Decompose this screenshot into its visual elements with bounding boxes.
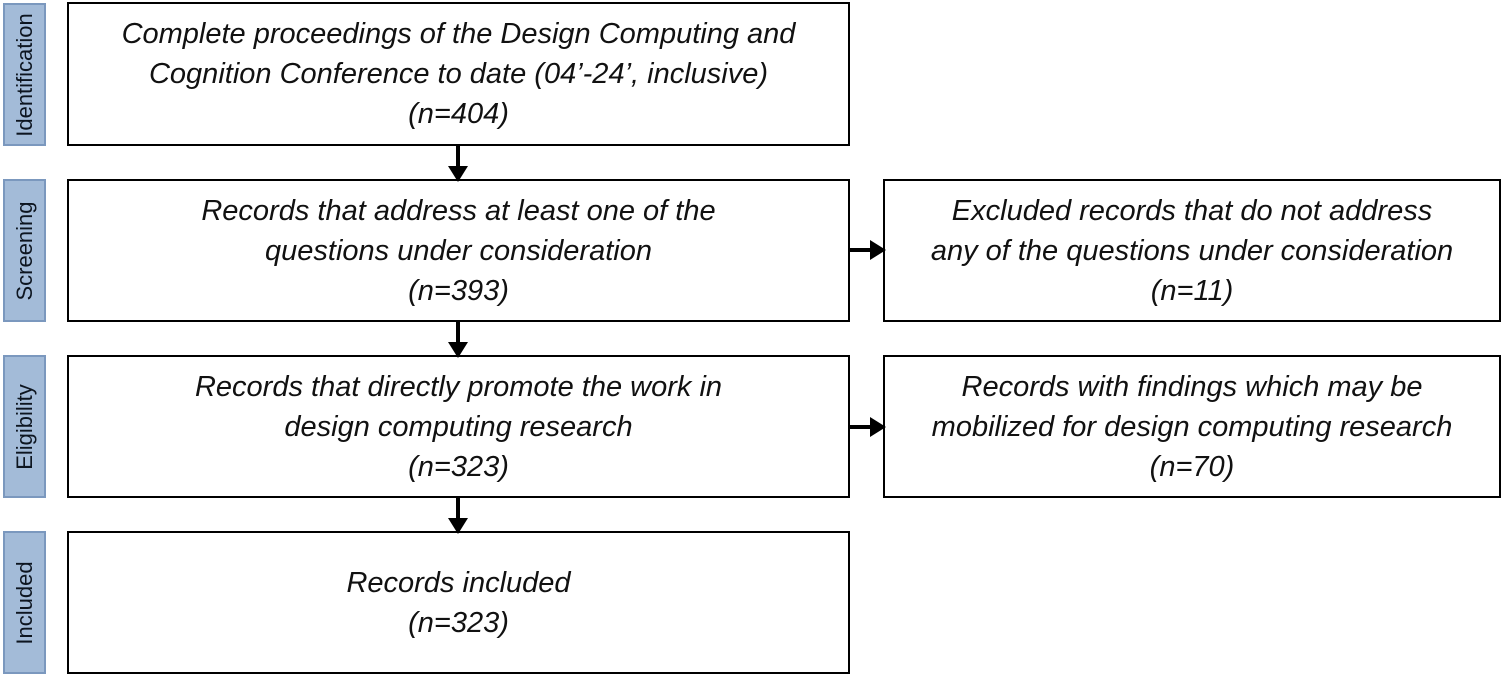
- box-text-line: Records with findings which may be: [961, 370, 1423, 403]
- arrow-down-icon: [448, 498, 468, 534]
- box-text-line: Records included: [346, 566, 571, 599]
- stage-eligibility-label: Eligibility: [11, 383, 37, 470]
- box-text-line: Excluded records that do not address: [951, 194, 1433, 227]
- arrow-right-icon: [850, 417, 886, 437]
- box-text-line: Cognition Conference to date (04’-24’, i…: [148, 58, 768, 90]
- stage-included-label: Included: [11, 560, 37, 645]
- record-count: (n=323): [408, 606, 509, 639]
- box-text-line: Complete proceedings of the Design Compu…: [121, 18, 796, 50]
- record-count: (n=404): [408, 98, 509, 130]
- box-text-line: Records that directly promote the work i…: [194, 370, 723, 403]
- box-text-line: any of the questions under consideration: [930, 234, 1454, 267]
- mobilized-records-box: Records with findings which may be mobil…: [883, 355, 1501, 498]
- record-count: (n=70): [1149, 450, 1235, 483]
- identified-records-box: Complete proceedings of the Design Compu…: [67, 2, 850, 146]
- stage-included: Included: [3, 531, 46, 674]
- box-text-line: mobilized for design computing research: [931, 410, 1453, 443]
- box-text-line: design computing research: [284, 410, 633, 443]
- arrow-down-icon: [448, 322, 468, 358]
- screened-records-box: Records that address at least one of the…: [67, 179, 850, 322]
- stage-screening-label: Screening: [11, 200, 37, 301]
- included-records-box: Records included (n=323): [67, 531, 850, 674]
- arrow-right-icon: [850, 240, 886, 260]
- stage-screening: Screening: [3, 179, 46, 322]
- record-count: (n=393): [408, 274, 509, 307]
- eligible-records-box: Records that directly promote the work i…: [67, 355, 850, 498]
- record-count: (n=11): [1150, 274, 1234, 307]
- box-text-line: questions under consideration: [265, 234, 652, 267]
- stage-eligibility: Eligibility: [3, 355, 46, 498]
- record-count: (n=323): [408, 450, 509, 483]
- box-text-line: Records that address at least one of the: [201, 194, 716, 227]
- excluded-records-box: Excluded records that do not address any…: [883, 179, 1501, 322]
- stage-identification: Identification: [3, 3, 46, 146]
- stage-identification-label: Identification: [11, 12, 37, 137]
- arrow-down-icon: [448, 146, 468, 182]
